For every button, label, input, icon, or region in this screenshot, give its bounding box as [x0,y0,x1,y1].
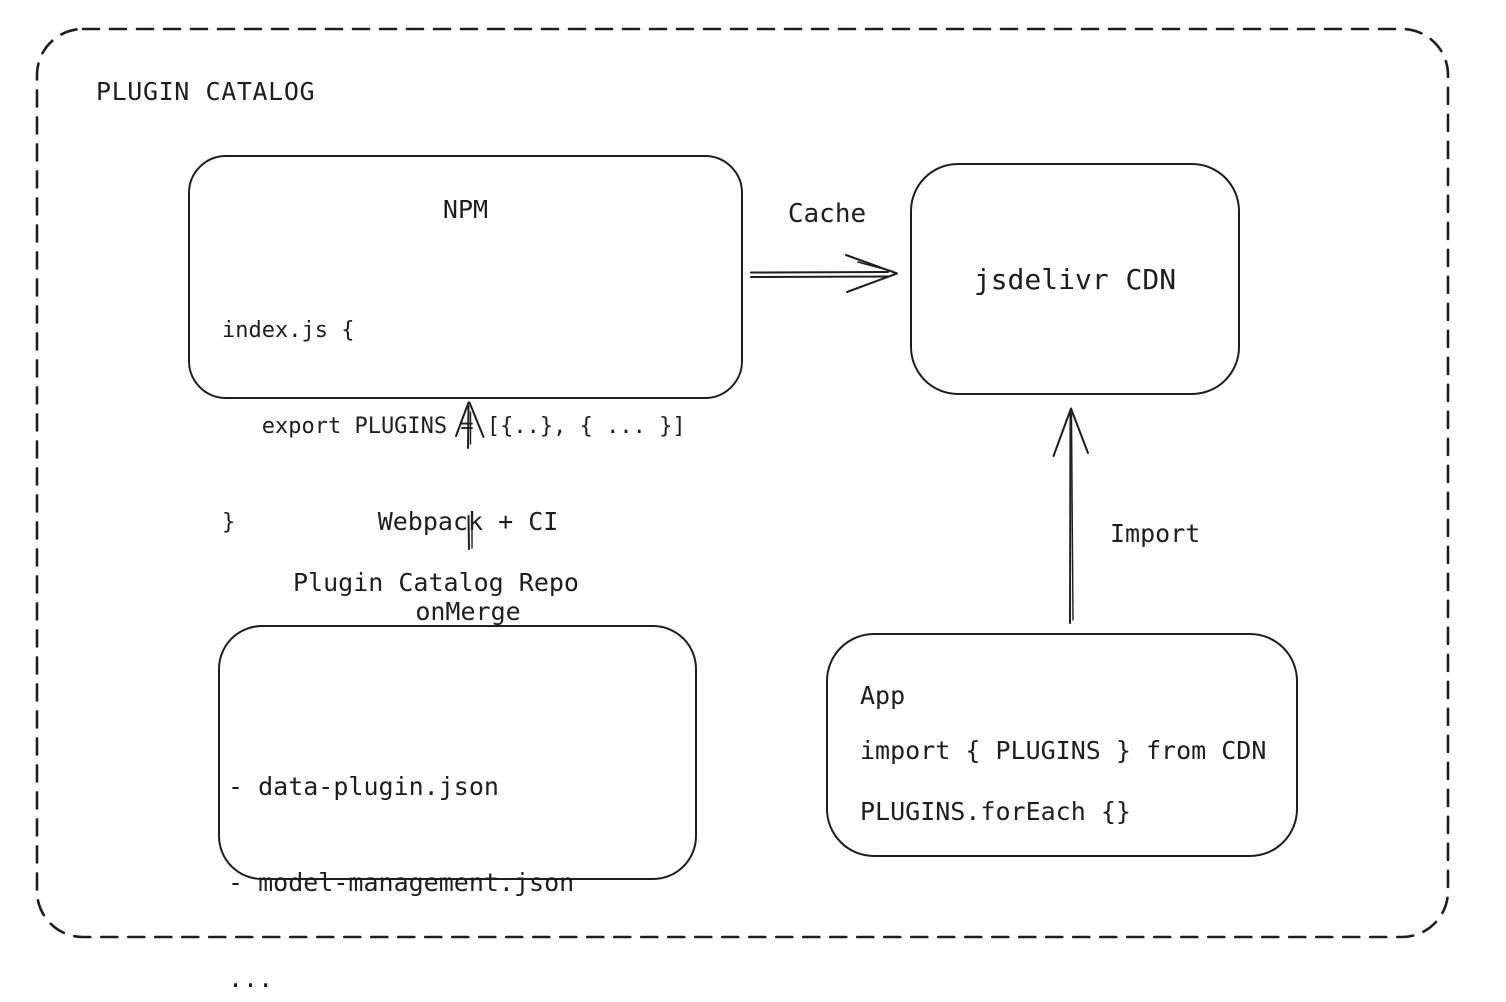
app-node-title: App [860,681,906,710]
build-edge-label-line: Webpack + CI [377,507,559,536]
repo-heading: Plugin Catalog Repo [293,568,579,597]
app-node: App import { PLUGINS } from CDN PLUGINS.… [826,633,1298,857]
cache-edge-label: Cache [787,199,867,229]
cdn-node-title: jsdelivr CDN [973,262,1177,296]
npm-code-line: } [222,510,236,535]
cache-arrow [750,254,898,293]
npm-code-block: index.js { export PLUGINS = [{..}, { ...… [222,251,686,603]
repo-file-list: - data-plugin.json - model-management.js… [228,707,574,1002]
repo-file-item: - model-management.json [228,868,575,897]
npm-code-line: export PLUGINS = [{..}, { ... }] [222,414,686,439]
app-code-line: import { PLUGINS } from CDN [860,736,1267,765]
build-edge-label: Webpack + CI onMerge [378,447,559,687]
app-code-line: PLUGINS.forEach {} [860,797,1131,826]
npm-node-title: NPM [442,195,489,224]
repo-node: - data-plugin.json - model-management.js… [218,625,697,993]
repo-file-item: ... [228,964,274,993]
import-arrow [1052,407,1089,624]
build-edge-label-line: onMerge [415,597,521,626]
cdn-node: jsdelivr CDN [910,163,1240,395]
import-edge-label: Import [1110,519,1201,548]
diagram-title: PLUGIN CATALOG [96,77,316,106]
npm-code-line: index.js { [222,318,355,343]
repo-file-item: - data-plugin.json [228,772,499,801]
npm-node: NPM index.js { export PLUGINS = [{..}, {… [188,155,743,535]
